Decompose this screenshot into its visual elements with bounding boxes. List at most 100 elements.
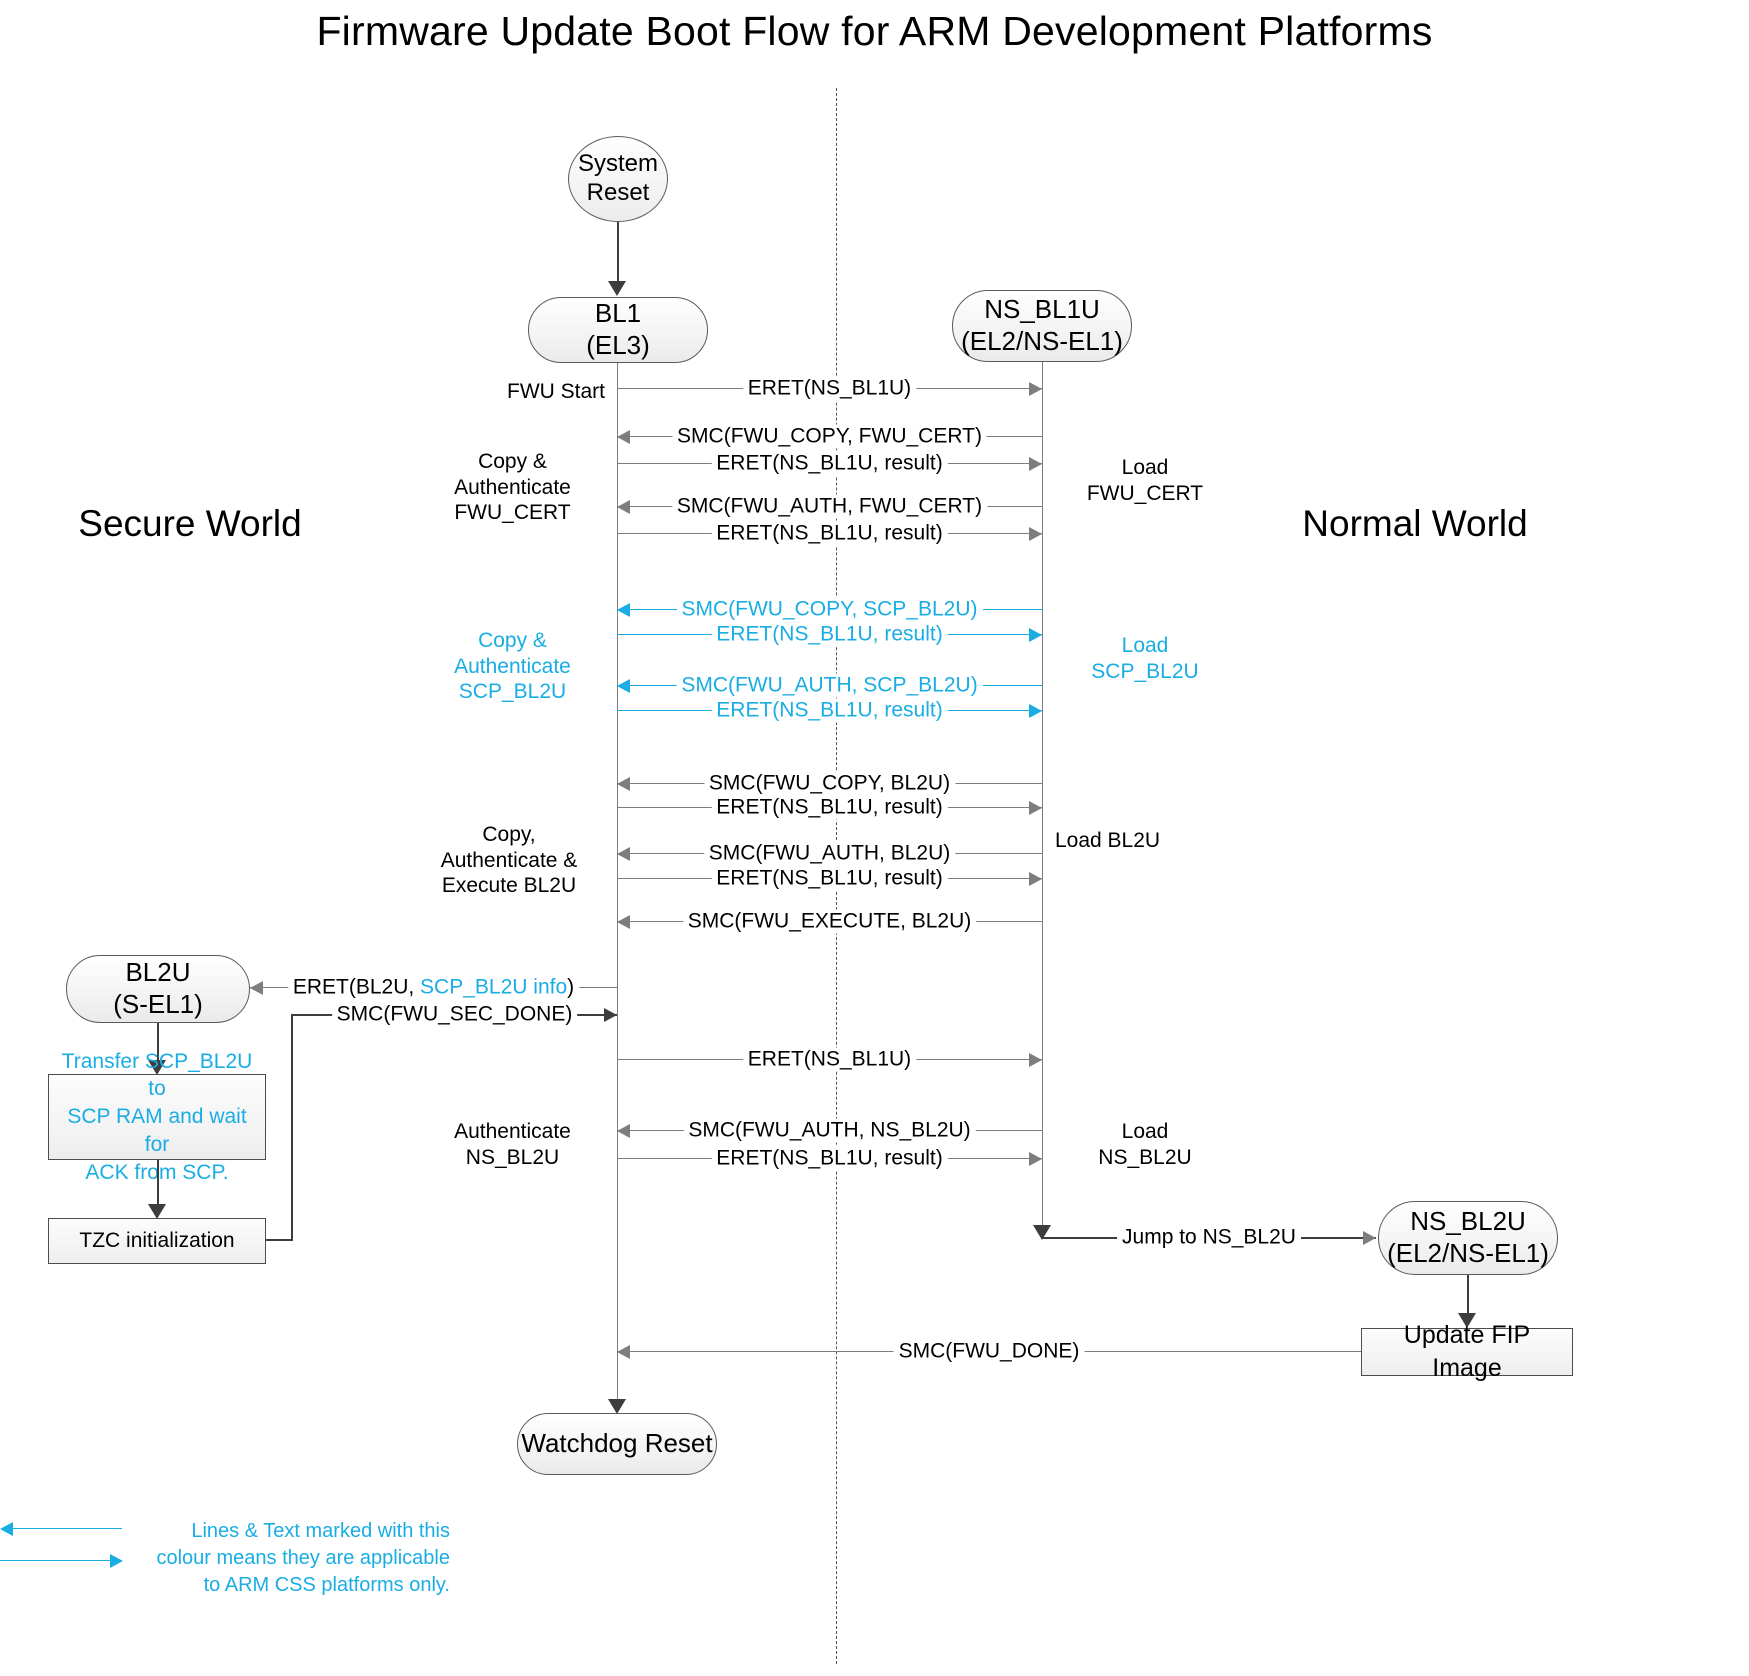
message-m4-label: SMC(FWU_AUTH, FWU_CERT) [671,494,988,519]
message-m16-arrowhead [604,1008,617,1022]
message-m15-label-cyan: SCP_BL2U info [420,975,568,999]
message-m7-arrowhead [1029,628,1042,642]
node-update-fip-image-label: Update FIP Image [1403,1321,1531,1382]
annotation-load-scp-bl2u: Load SCP_BL2U [1091,634,1199,683]
legend-arrow-left-line [10,1528,122,1530]
message-m8-label: SMC(FWU_AUTH, SCP_BL2U) [676,673,983,698]
message-m15: ERET(BL2U, SCP_BL2U info) [250,975,617,1000]
message-m1-label: ERET(NS_BL1U) [742,376,917,401]
message-m6-arrowhead [617,603,630,617]
message-m10: SMC(FWU_COPY, BL2U) [617,771,1042,796]
message-m11: ERET(NS_BL1U, result) [617,795,1042,820]
node-transfer-scp-bl2u[interactable]: Transfer SCP_BL2U to SCP RAM and wait fo… [48,1050,266,1184]
bl2u-to-transfer-line [156,1023,160,1065]
message-m3: ERET(NS_BL1U, result) [617,451,1042,476]
node-bl1[interactable]: BL1 (EL3) [528,297,708,363]
message-m8: SMC(FWU_AUTH, SCP_BL2U) [617,673,1042,698]
normal-world-label: Normal World [1302,503,1528,544]
transfer-to-tzc-line [156,1160,160,1210]
ns-bl1u-jump-arrowhead [1033,1225,1051,1240]
message-m19-arrowhead [1029,1152,1042,1166]
message-m6: SMC(FWU_COPY, SCP_BL2U) [617,597,1042,622]
message-m4: SMC(FWU_AUTH, FWU_CERT) [617,494,1042,519]
annotation-copy-auth-scp-bl2u: Copy & Authenticate SCP_BL2U [454,629,571,704]
node-ns-bl1u[interactable]: NS_BL1U (EL2/NS-EL1) [952,290,1132,362]
ns-bl1u-lifeline [1041,362,1044,1238]
message-m18-arrowhead [617,1124,630,1138]
node-bl2u-line1: BL2U [125,957,191,988]
message-m16-label: SMC(FWU_SEC_DONE) [331,1002,578,1027]
legend-text: Lines & Text marked with this colour mea… [156,1520,450,1596]
message-m19-label: ERET(NS_BL1U, result) [711,1146,948,1171]
transfer-to-tzc-arrowhead [148,1204,166,1219]
message-m18-label: SMC(FWU_AUTH, NS_BL2U) [683,1118,976,1143]
legend-arrow-right-head [110,1554,123,1568]
message-m12: SMC(FWU_AUTH, BL2U) [617,841,1042,866]
message-m2-label: SMC(FWU_COPY, FWU_CERT) [672,424,987,449]
message-m8-arrowhead [617,679,630,693]
message-m7: ERET(NS_BL1U, result) [617,622,1042,647]
message-m15-label-pre: ERET(BL2U, [292,975,421,999]
message-m12-label: SMC(FWU_AUTH, BL2U) [703,841,956,866]
message-m20: Jump to NS_BL2U [1042,1225,1376,1250]
annotation-copy-auth-fwu-cert: Copy & Authenticate FWU_CERT [454,450,571,525]
message-m20-arrowhead [1363,1231,1376,1245]
message-m12-arrowhead [617,847,630,861]
legend-arrow-right-line [0,1560,112,1562]
message-m13-label: ERET(NS_BL1U, result) [711,866,948,891]
node-system-reset[interactable]: System Reset [568,136,668,222]
node-bl2u-line2: (S-EL1) [113,989,203,1019]
node-ns-bl2u-line2: (EL2/NS-EL1) [1387,1238,1549,1268]
message-m3-label: ERET(NS_BL1U, result) [711,451,948,476]
message-m15-label: ERET(BL2U, SCP_BL2U info) [287,975,580,1000]
node-ns-bl2u[interactable]: NS_BL2U (EL2/NS-EL1) [1378,1201,1558,1275]
message-m2: SMC(FWU_COPY, FWU_CERT) [617,424,1042,449]
tzc-return-riser [291,1014,294,1241]
message-m6-label: SMC(FWU_COPY, SCP_BL2U) [676,597,983,622]
message-m20-label: Jump to NS_BL2U [1117,1225,1301,1250]
bl1-lifeline [616,363,619,1403]
message-m15-arrowhead [250,981,263,995]
secure-world-label: Secure World [78,503,302,544]
node-ns-bl1u-line1: NS_BL1U [984,294,1100,325]
tzc-return-stub [266,1239,293,1242]
node-watchdog-reset-label: Watchdog Reset [521,1428,713,1459]
message-m18: SMC(FWU_AUTH, NS_BL2U) [617,1118,1042,1143]
message-m21-label: SMC(FWU_DONE) [893,1339,1085,1364]
annotation-load-bl2u: Load BL2U [1055,829,1161,852]
message-m4-arrowhead [617,500,630,514]
message-m14-label: SMC(FWU_EXECUTE, BL2U) [682,909,977,934]
message-m15-label-post: ) [567,975,575,999]
node-tzc-initialization[interactable]: TZC initialization [48,1218,266,1264]
node-ns-bl2u-line1: NS_BL2U [1410,1206,1526,1237]
reset-to-bl1-line [616,222,619,284]
message-m3-arrowhead [1029,457,1042,471]
message-m9: ERET(NS_BL1U, result) [617,698,1042,723]
node-update-fip-image[interactable]: Update FIP Image [1361,1321,1573,1382]
message-m7-label: ERET(NS_BL1U, result) [711,622,948,647]
message-m5-arrowhead [1029,527,1042,541]
message-m21-arrowhead [617,1345,630,1359]
message-m13-arrowhead [1029,872,1042,886]
message-m13: ERET(NS_BL1U, result) [617,866,1042,891]
message-m16: SMC(FWU_SEC_DONE) [292,1002,617,1027]
message-m10-arrowhead [617,777,630,791]
message-m5: ERET(NS_BL1U, result) [617,521,1042,546]
message-m1: ERET(NS_BL1U) [617,376,1042,401]
node-watchdog-reset[interactable]: Watchdog Reset [517,1413,717,1475]
node-bl2u[interactable]: BL2U (S-EL1) [66,955,250,1023]
message-m21: SMC(FWU_DONE) [617,1339,1361,1364]
node-bl1-line1: BL1 [594,298,642,329]
ns-bl2u-to-fip-arrowhead [1458,1313,1476,1328]
message-m9-arrowhead [1029,704,1042,718]
annotation-load-ns-bl2u: Load NS_BL2U [1098,1120,1192,1169]
message-m17: ERET(NS_BL1U) [617,1047,1042,1072]
legend-arrows [0,1520,123,1582]
message-m5-label: ERET(NS_BL1U, result) [711,521,948,546]
reset-to-bl1-arrowhead [608,281,626,296]
bl1-to-watchdog-arrowhead [608,1399,626,1414]
message-m14: SMC(FWU_EXECUTE, BL2U) [617,909,1042,934]
annotation-load-fwu-cert: Load FWU_CERT [1086,456,1204,505]
bl2u-to-transfer-arrowhead [148,1060,166,1075]
